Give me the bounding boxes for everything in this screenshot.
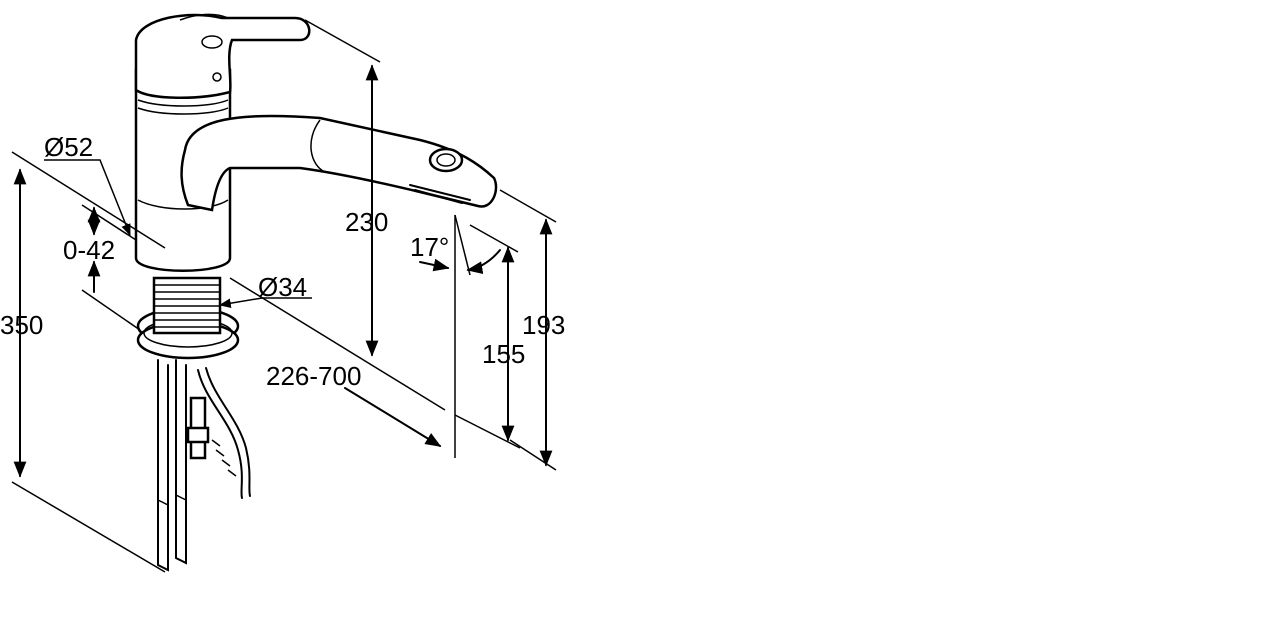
supply-hoses	[157, 359, 251, 572]
label-total-length: 350	[0, 310, 43, 340]
label-outlet-diameter: Ø52	[44, 132, 93, 162]
threaded-shank	[152, 276, 222, 335]
label-height-adjust: 0-42	[63, 235, 115, 265]
faucet-illustration	[134, 13, 498, 572]
label-top-height: 193	[522, 310, 565, 340]
label-spout-height: 230	[345, 207, 388, 237]
label-swivel-angle: 17°	[410, 232, 449, 262]
label-outlet-height: 155	[482, 339, 525, 369]
label-reach-range: 226-700	[266, 361, 361, 391]
label-thread-diameter: Ø34	[258, 272, 307, 302]
dimension-labels: Ø52 0-42 350 Ø34 230 226-700 17° 155 193	[0, 132, 565, 391]
spout	[180, 114, 498, 212]
lever-handle	[134, 13, 311, 99]
dimension-lines	[11, 19, 557, 573]
